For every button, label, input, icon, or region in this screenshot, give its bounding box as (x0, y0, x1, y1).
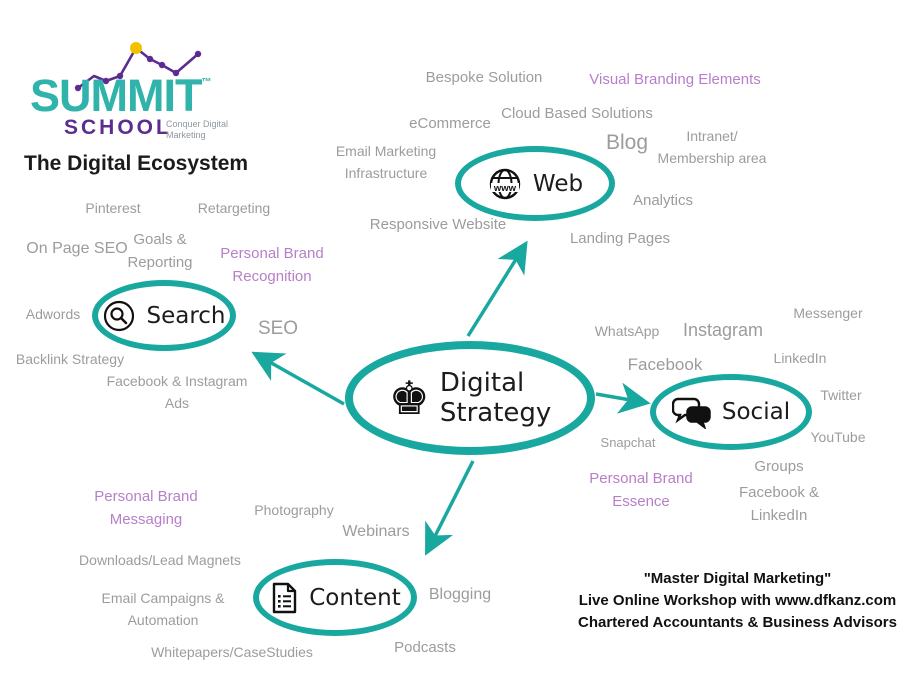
keyword-label: Groups (754, 458, 804, 475)
keyword-label: Facebook & LinkedIn (738, 484, 820, 525)
arrow-to-search (251, 351, 345, 406)
node-digital-strategy: ♚ Digital Strategy (345, 341, 595, 455)
keyword-label: Bespoke Solution (425, 69, 543, 86)
keyword-label: Goals & Reporting (127, 231, 193, 272)
node-web: www Web (455, 146, 615, 221)
summit-line-graph-icon (74, 42, 202, 92)
keyword-label: Blog (605, 131, 649, 154)
node-social: Social (650, 374, 812, 450)
keyword-label: Email Campaigns & Automation (101, 590, 225, 628)
page-title: The Digital Ecosystem (24, 152, 249, 175)
center-node-label: Digital Strategy (439, 368, 552, 428)
arrow-to-content (425, 460, 475, 556)
keyword-label: On Page SEO (26, 240, 128, 257)
logo-school-text: SCHOOL (64, 116, 172, 139)
footer-line-2: Live Online Workshop with www.dfkanz.com (578, 592, 897, 609)
keyword-label: Analytics (632, 192, 694, 209)
arrow-to-social (595, 382, 651, 414)
footer-line-1: "Master Digital Marketing" (643, 570, 832, 587)
keyword-label: Personal Brand Essence (589, 470, 693, 511)
search-node-label: Search (146, 302, 226, 329)
keyword-label: Retargeting (197, 200, 271, 216)
keyword-label: Facebook & Instagram Ads (106, 373, 248, 411)
workshop-footer: "Master Digital Marketing" Live Online W… (575, 568, 900, 634)
globe-www-icon: www (489, 168, 521, 199)
node-search: Search (92, 280, 236, 351)
keyword-label: Cloud Based Solutions (501, 105, 653, 122)
keyword-label: Personal Brand Recognition (220, 245, 324, 286)
document-list-icon (273, 582, 297, 613)
arrow-to-web (466, 240, 528, 337)
svg-text:www: www (493, 183, 517, 194)
keyword-label: Blogging (428, 586, 492, 603)
keyword-label: Pinterest (85, 200, 141, 216)
keyword-label: Podcasts (394, 639, 456, 656)
keyword-label: WhatsApp (594, 323, 660, 339)
chat-bubbles-icon (671, 397, 711, 429)
keyword-label: Backlink Strategy (15, 351, 125, 367)
keyword-label: Downloads/Lead Magnets (79, 552, 241, 568)
keyword-label: Adwords (25, 306, 81, 322)
web-node-label: Web (532, 170, 584, 197)
keyword-label: eCommerce (409, 115, 491, 132)
social-node-label: Social (721, 399, 791, 425)
content-node-label: Content (309, 584, 401, 611)
keyword-label: Twitter (820, 387, 862, 403)
logo-tagline: Conquer Digital Marketing (166, 119, 229, 140)
keyword-label: Messenger (793, 305, 863, 321)
keyword-label: Intranet/ Membership area (657, 128, 767, 166)
node-content: Content (253, 559, 417, 636)
keyword-label: Personal Brand Messaging (94, 488, 198, 529)
keyword-label: Facebook (627, 355, 703, 374)
chess-king-icon: ♚ (388, 371, 430, 425)
trademark-symbol: ™ (201, 77, 212, 88)
keyword-label: Webinars (342, 523, 410, 540)
keyword-label: Landing Pages (569, 230, 671, 247)
keyword-label: Snapchat (600, 435, 656, 450)
keyword-label: Email Marketing Infrastructure (335, 143, 437, 181)
keyword-label: Photography (254, 502, 334, 518)
footer-line-3: Chartered Accountants & Business Advisor… (578, 614, 897, 631)
logo-brand-text: SUMMIT™ (30, 70, 212, 121)
keyword-label: LinkedIn (773, 350, 827, 366)
keyword-label: Whitepapers/CaseStudies (151, 644, 313, 660)
summit-school-logo: SUMMIT™ SCHOOL Conquer Digital Marketing (28, 14, 288, 144)
magnifier-icon (104, 300, 135, 331)
keyword-label: SEO (257, 318, 299, 339)
keyword-label: Instagram (682, 320, 764, 340)
keyword-label: Visual Branding Elements (589, 71, 761, 88)
keyword-label: Responsive Website (369, 216, 507, 233)
keyword-label: YouTube (810, 429, 866, 445)
peak-dot (130, 42, 142, 54)
